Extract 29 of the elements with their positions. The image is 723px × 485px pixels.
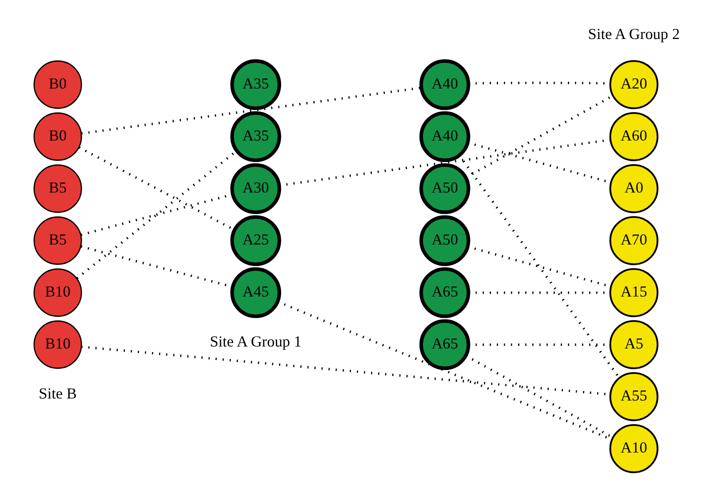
label: Site B	[38, 384, 77, 402]
node-circle: A15	[609, 268, 658, 317]
node-circle: B10	[34, 268, 82, 316]
node-circle: A65	[419, 266, 470, 318]
node-circle: A35	[230, 58, 282, 110]
node-circle: A25	[230, 214, 282, 266]
node-circle: A35	[230, 110, 282, 162]
node-circle: A70	[609, 216, 658, 265]
node-circle: A10	[609, 424, 658, 473]
node-circle: A30	[230, 162, 282, 214]
label: Site A Group 2	[588, 26, 680, 43]
node-circle: B0	[34, 112, 82, 160]
node-circle: B0	[34, 60, 82, 108]
node-circle: A20	[609, 60, 658, 109]
node-circle: A65	[419, 318, 470, 370]
connector	[81, 86, 422, 134]
node-circle: A40	[419, 110, 470, 162]
node-circle: B5	[34, 216, 82, 264]
node-circle: A5	[609, 320, 658, 369]
node-circle: A50	[419, 162, 470, 214]
node-circle: A60	[609, 112, 658, 161]
node-circle: A50	[419, 214, 470, 266]
node-circle: A45	[230, 266, 282, 318]
node-circle: A0	[609, 164, 658, 213]
label: Site A Group 1	[210, 332, 302, 350]
node-circle: A55	[609, 372, 658, 421]
node-circle: B5	[34, 164, 82, 212]
node-circle: A40	[419, 58, 470, 110]
node-circle: B10	[34, 320, 82, 368]
